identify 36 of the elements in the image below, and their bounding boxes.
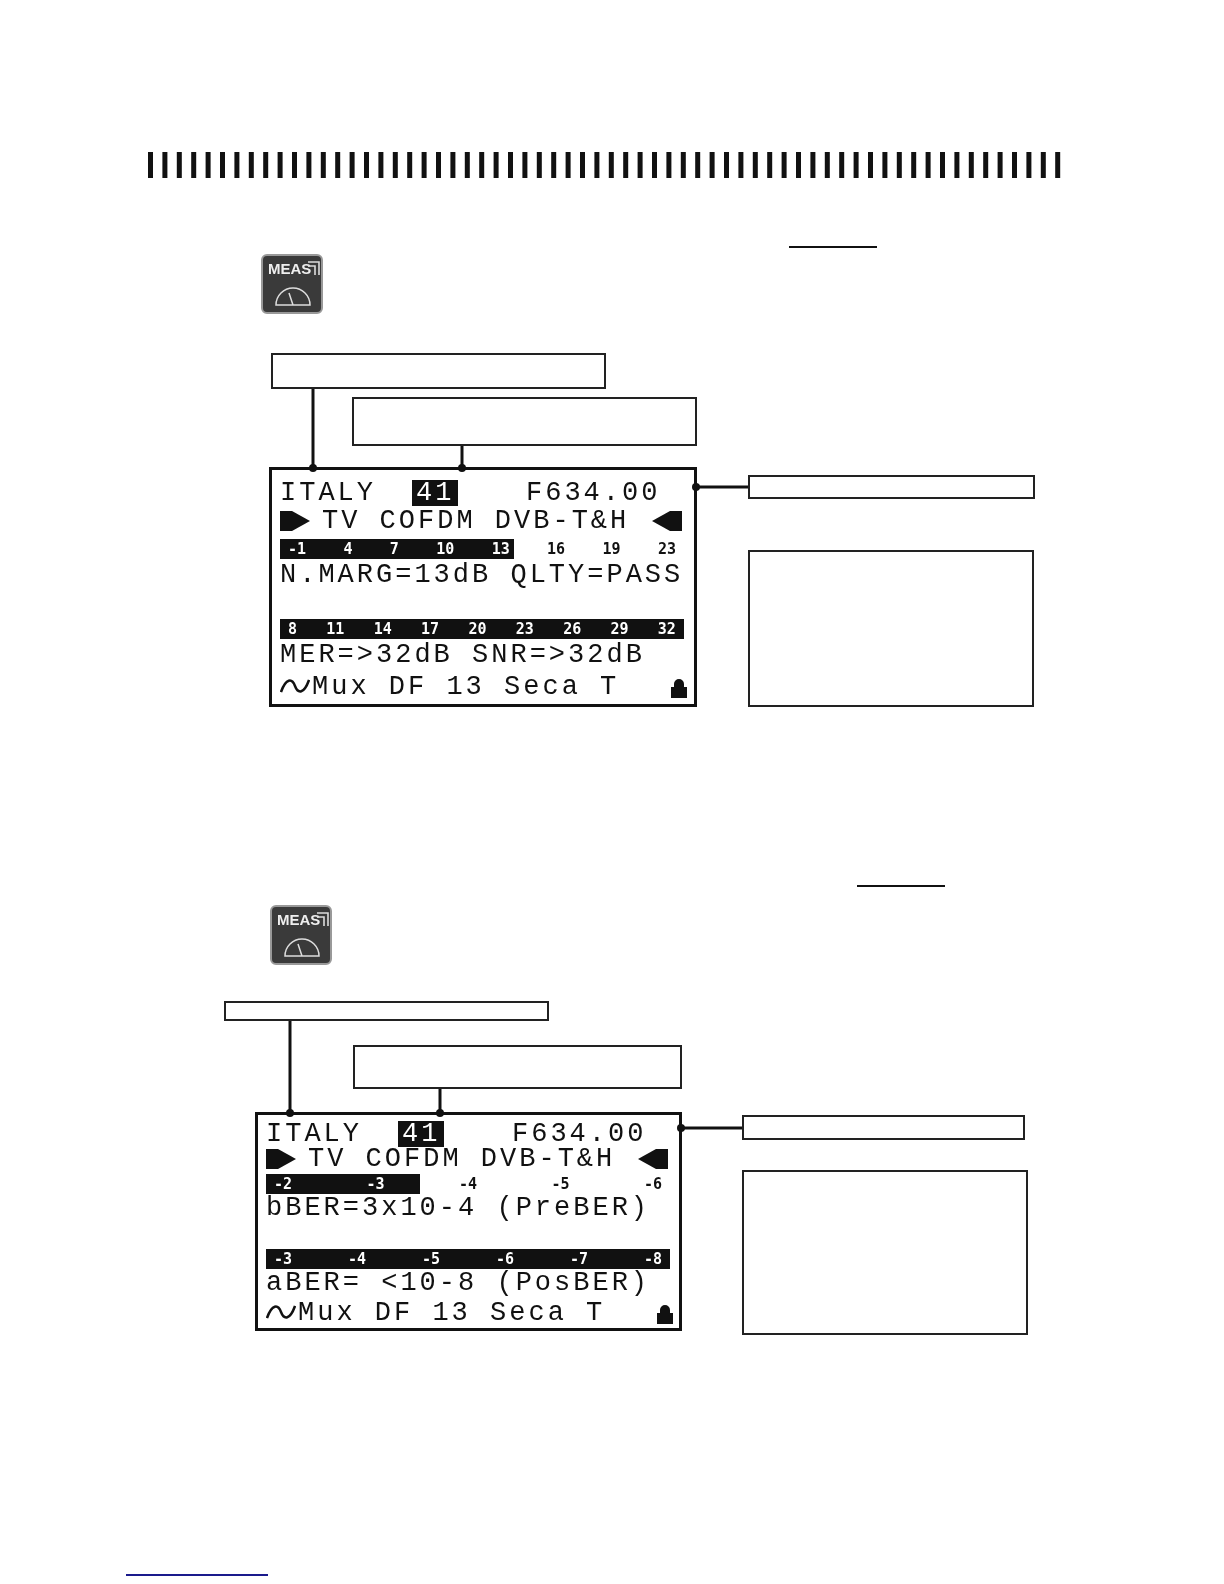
meas-key	[261, 254, 323, 314]
leader-line	[309, 389, 317, 472]
lcd-screen	[255, 1112, 682, 1331]
screen-text: F634.00	[526, 480, 661, 506]
callout-box	[271, 353, 606, 389]
screen-text: TV COFDM DVB-T&H	[308, 1146, 616, 1172]
channel-number: 41	[398, 1121, 445, 1147]
meas-key	[270, 905, 332, 965]
screen-text: Mux DF 13 Seca T	[312, 674, 620, 700]
callout-box	[353, 1045, 682, 1089]
leader-line	[436, 1089, 444, 1117]
callout-box	[742, 1115, 1025, 1140]
screen-text: TV COFDM DVB-T&H	[322, 508, 630, 534]
key-label: MEAS	[268, 260, 312, 277]
level-scale: -3 -4 -5 -6 -7 -8	[266, 1249, 670, 1269]
callout-box	[748, 550, 1034, 707]
screen-text: Mux DF 13 Seca T	[298, 1300, 606, 1326]
screen-text: N.MARG=13dB QLTY=PASS	[280, 562, 684, 588]
lcd-screen	[269, 467, 697, 707]
screen-text: ITALY	[266, 1121, 362, 1147]
leader-line	[677, 1124, 742, 1132]
callout-box	[352, 397, 697, 446]
leader-line	[692, 483, 748, 491]
key-label: MEAS	[277, 911, 321, 928]
callout-box	[742, 1170, 1028, 1335]
screen-text: MER=>32dB SNR=>32dB	[280, 642, 645, 668]
level-scale: 8 11 14 17 20 23 26 29 32	[280, 619, 684, 639]
callout-box	[748, 475, 1035, 499]
channel-number: 41	[412, 480, 459, 506]
screen-text: aBER= <10-8 (PosBER)	[266, 1270, 651, 1296]
callout-box	[224, 1001, 549, 1021]
screen-text: F634.00	[512, 1121, 647, 1147]
leader-line	[458, 446, 466, 472]
leader-line	[286, 1021, 294, 1117]
screen-text: bBER=3x10-4 (PreBER)	[266, 1195, 651, 1221]
screen-text: ITALY	[280, 480, 376, 506]
